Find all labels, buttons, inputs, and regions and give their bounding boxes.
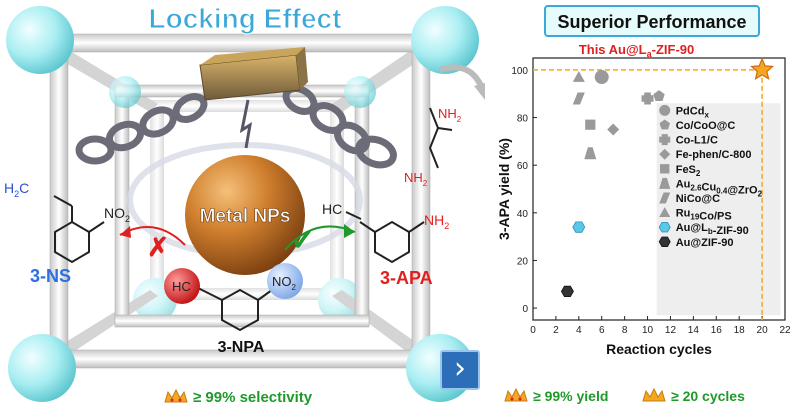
legend-marker — [659, 192, 671, 204]
data-point — [585, 119, 596, 130]
performance-panel: Superior Performance 0 2 4 6 8 10 12 14 16 18 20 22… — [496, 5, 791, 404]
legend-label: Co-L1/C — [676, 135, 718, 147]
highlight-star-icon — [750, 57, 775, 81]
legend-label: Fe-phen/C-800 — [676, 149, 752, 161]
legend-label: Au2.6Cu0.4@ZrO2 — [676, 178, 763, 198]
x-tick-label: 14 — [688, 325, 700, 336]
legend-label: NiCo@C — [676, 193, 720, 205]
legend-marker — [659, 148, 671, 160]
linker-molecule — [428, 107, 453, 169]
data-point — [572, 221, 586, 233]
legend-label: Co/CoO@C — [676, 120, 736, 132]
npa-label: 3-NPA — [218, 339, 265, 356]
ns-h2c: H2C — [4, 180, 29, 199]
data-point — [653, 90, 665, 101]
y-tick-label: 40 — [517, 209, 529, 220]
legend-marker — [658, 221, 671, 233]
ns-no2: NO2 — [104, 205, 130, 224]
legend-marker — [658, 236, 671, 248]
yield-scatter-chart: 0 2 4 6 8 10 12 14 16 18 20 22 0 20 40 60 80 100Reaction … — [496, 42, 791, 357]
data-point — [607, 123, 620, 136]
crown-icon — [164, 388, 188, 403]
data-point — [572, 71, 585, 82]
cross-icon: ✗ — [147, 232, 169, 262]
npa-molecule — [197, 287, 273, 332]
legend-marker — [659, 119, 670, 130]
x-tick-label: 10 — [642, 325, 654, 336]
highlight-label: This Au@La-ZIF-90 — [579, 42, 694, 59]
alkyne-group-ball — [164, 268, 200, 304]
legend-label: PdCdx — [676, 105, 710, 119]
x-tick-label: 8 — [622, 325, 628, 336]
x-tick-label: 22 — [779, 325, 791, 336]
data-point — [584, 147, 597, 160]
x-axis-label: Reaction cycles — [606, 341, 712, 357]
data-point — [572, 92, 585, 105]
right-chain — [282, 85, 397, 169]
y-tick-label: 100 — [511, 66, 528, 77]
ns-label: 3-NS — [30, 266, 71, 286]
npa-no2: NO2 — [272, 274, 297, 292]
crown-icon-cycles — [642, 387, 666, 402]
legend-label: FeS2 — [676, 164, 701, 178]
legend-box — [656, 103, 781, 316]
legend-marker — [659, 104, 671, 116]
crown-icon-yield — [504, 387, 528, 402]
left-chain — [75, 93, 208, 165]
selectivity-footer: ≥ 99% selectivity — [193, 389, 313, 406]
legend-marker — [659, 207, 671, 217]
metal-core-sphere — [185, 155, 305, 275]
y-tick-label: 20 — [517, 256, 529, 267]
x-tick-label: 20 — [757, 325, 769, 336]
yield-footer: ≥ 99% yield — [533, 388, 608, 404]
legend-label: Ru19Co/PS — [676, 208, 732, 223]
linker-nh2-bottom: NH2 — [404, 170, 428, 188]
y-tick-label: 60 — [517, 161, 529, 172]
to-chart-arrow — [439, 64, 485, 90]
x-tick-label: 18 — [734, 325, 746, 336]
apa-hc: HC — [322, 201, 342, 217]
x-tick-label: 4 — [576, 325, 582, 336]
x-tick-label: 6 — [599, 325, 605, 336]
x-tick-label: 0 — [530, 325, 536, 336]
locking-effect-scheme: Locking Effect Metal NPs H2C NO2 3-NS ✗ … — [4, 3, 485, 406]
y-axis-label: 3-APA yield (%) — [496, 138, 512, 240]
linker-nh2-top: NH2 — [438, 106, 462, 124]
legend-marker — [660, 164, 670, 174]
performance-title-box — [544, 5, 760, 37]
apa-label: 3-APA — [380, 268, 433, 288]
lock-icon — [199, 47, 308, 149]
ns-molecule — [53, 195, 105, 264]
scheme-title: Locking Effect — [149, 3, 342, 34]
next-arrow-button[interactable]: › — [440, 350, 480, 390]
legend-marker — [659, 177, 671, 189]
y-tick-label: 0 — [522, 304, 528, 315]
data-point — [594, 70, 609, 85]
y-tick-label: 80 — [517, 114, 529, 125]
front-frame — [49, 33, 431, 369]
legend-label: Au@ZIF-90 — [676, 237, 734, 249]
npa-hc: HC — [172, 279, 191, 294]
check-icon: ✓ — [290, 224, 315, 257]
legend-marker — [659, 134, 671, 146]
metal-core-label: Metal NPs — [200, 206, 291, 227]
legend-label: Au@Lb-ZIF-90 — [676, 222, 749, 237]
data-point — [560, 285, 574, 298]
apa-molecule — [345, 211, 425, 264]
cycles-footer: ≥ 20 cycles — [671, 388, 745, 404]
x-tick-label: 2 — [553, 325, 559, 336]
x-tick-label: 16 — [711, 325, 723, 336]
apa-nh2: NH2 — [424, 212, 449, 231]
nitro-group-ball — [267, 263, 303, 299]
data-point — [641, 92, 654, 105]
performance-title: Superior Performance — [557, 12, 746, 32]
x-tick-label: 12 — [665, 325, 677, 336]
chevron-right-icon: › — [454, 351, 466, 386]
